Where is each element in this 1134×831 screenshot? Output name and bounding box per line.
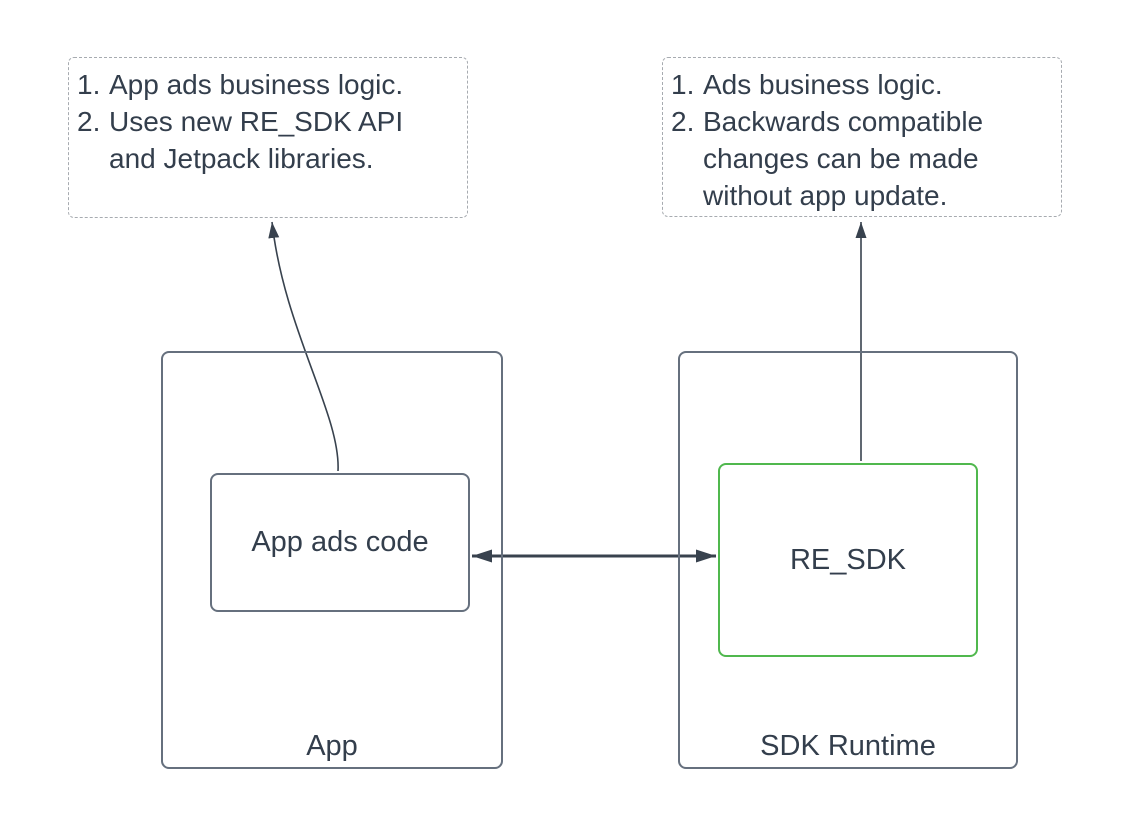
app-ads-code-box: App ads code bbox=[210, 473, 470, 612]
re-sdk-box: RE_SDK bbox=[718, 463, 978, 657]
note-item-number: 2. bbox=[77, 106, 101, 137]
note-app-annotation: 1. App ads business logic. 2. Uses new R… bbox=[68, 57, 468, 218]
app-label: App bbox=[306, 730, 358, 762]
note-item-number: 1. bbox=[671, 69, 695, 100]
note-item-text: Backwards compatible changes can be made… bbox=[703, 106, 984, 211]
sdk-runtime-label: SDK Runtime bbox=[760, 730, 936, 762]
note-item-number: 2. bbox=[671, 106, 695, 137]
re-sdk-label: RE_SDK bbox=[789, 543, 907, 576]
note-item-number: 1. bbox=[77, 69, 101, 100]
note-item: 1. App ads business logic. bbox=[75, 66, 461, 103]
note-item-text: App ads business logic. bbox=[109, 69, 404, 100]
note-sdk-list: 1. Ads business logic. 2. Backwards comp… bbox=[669, 66, 1055, 214]
note-sdk-annotation: 1. Ads business logic. 2. Backwards comp… bbox=[662, 57, 1062, 217]
note-item: 2. Uses new RE_SDK API and Jetpack libra… bbox=[75, 103, 461, 177]
note-item-text: Uses new RE_SDK API and Jetpack librarie… bbox=[109, 106, 404, 174]
note-app-list: 1. App ads business logic. 2. Uses new R… bbox=[75, 66, 461, 177]
sdk-runtime-container-box: SDK Runtime bbox=[678, 351, 1018, 769]
note-item-text: Ads business logic. bbox=[703, 69, 943, 100]
app-container-box: App bbox=[161, 351, 503, 769]
note-item: 2. Backwards compatible changes can be m… bbox=[669, 103, 1055, 214]
note-item: 1. Ads business logic. bbox=[669, 66, 1055, 103]
app-ads-code-label: App ads code bbox=[251, 526, 429, 558]
